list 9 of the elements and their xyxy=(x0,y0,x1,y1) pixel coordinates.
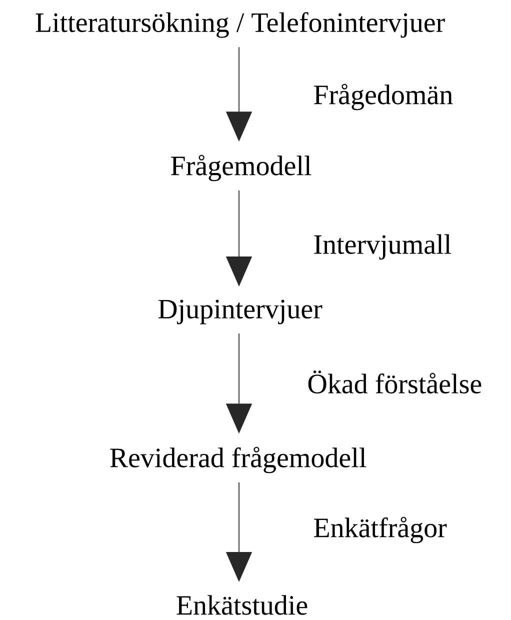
edge-label: Frågedomän xyxy=(314,84,453,110)
step-text: Litteratursökning / Telefonintervjuer xyxy=(36,12,445,38)
edge-label: Enkätfrågor xyxy=(314,516,447,544)
step-text: Djupintervjuer xyxy=(158,300,322,324)
step-text: Reviderad frågemodell xyxy=(110,446,366,474)
edge-label: Intervjumall xyxy=(314,234,452,260)
step-text: Frågemodell xyxy=(171,154,312,182)
step-text: Enkätstudie xyxy=(176,595,308,615)
edge-label: Ökad förståelse xyxy=(308,370,482,394)
